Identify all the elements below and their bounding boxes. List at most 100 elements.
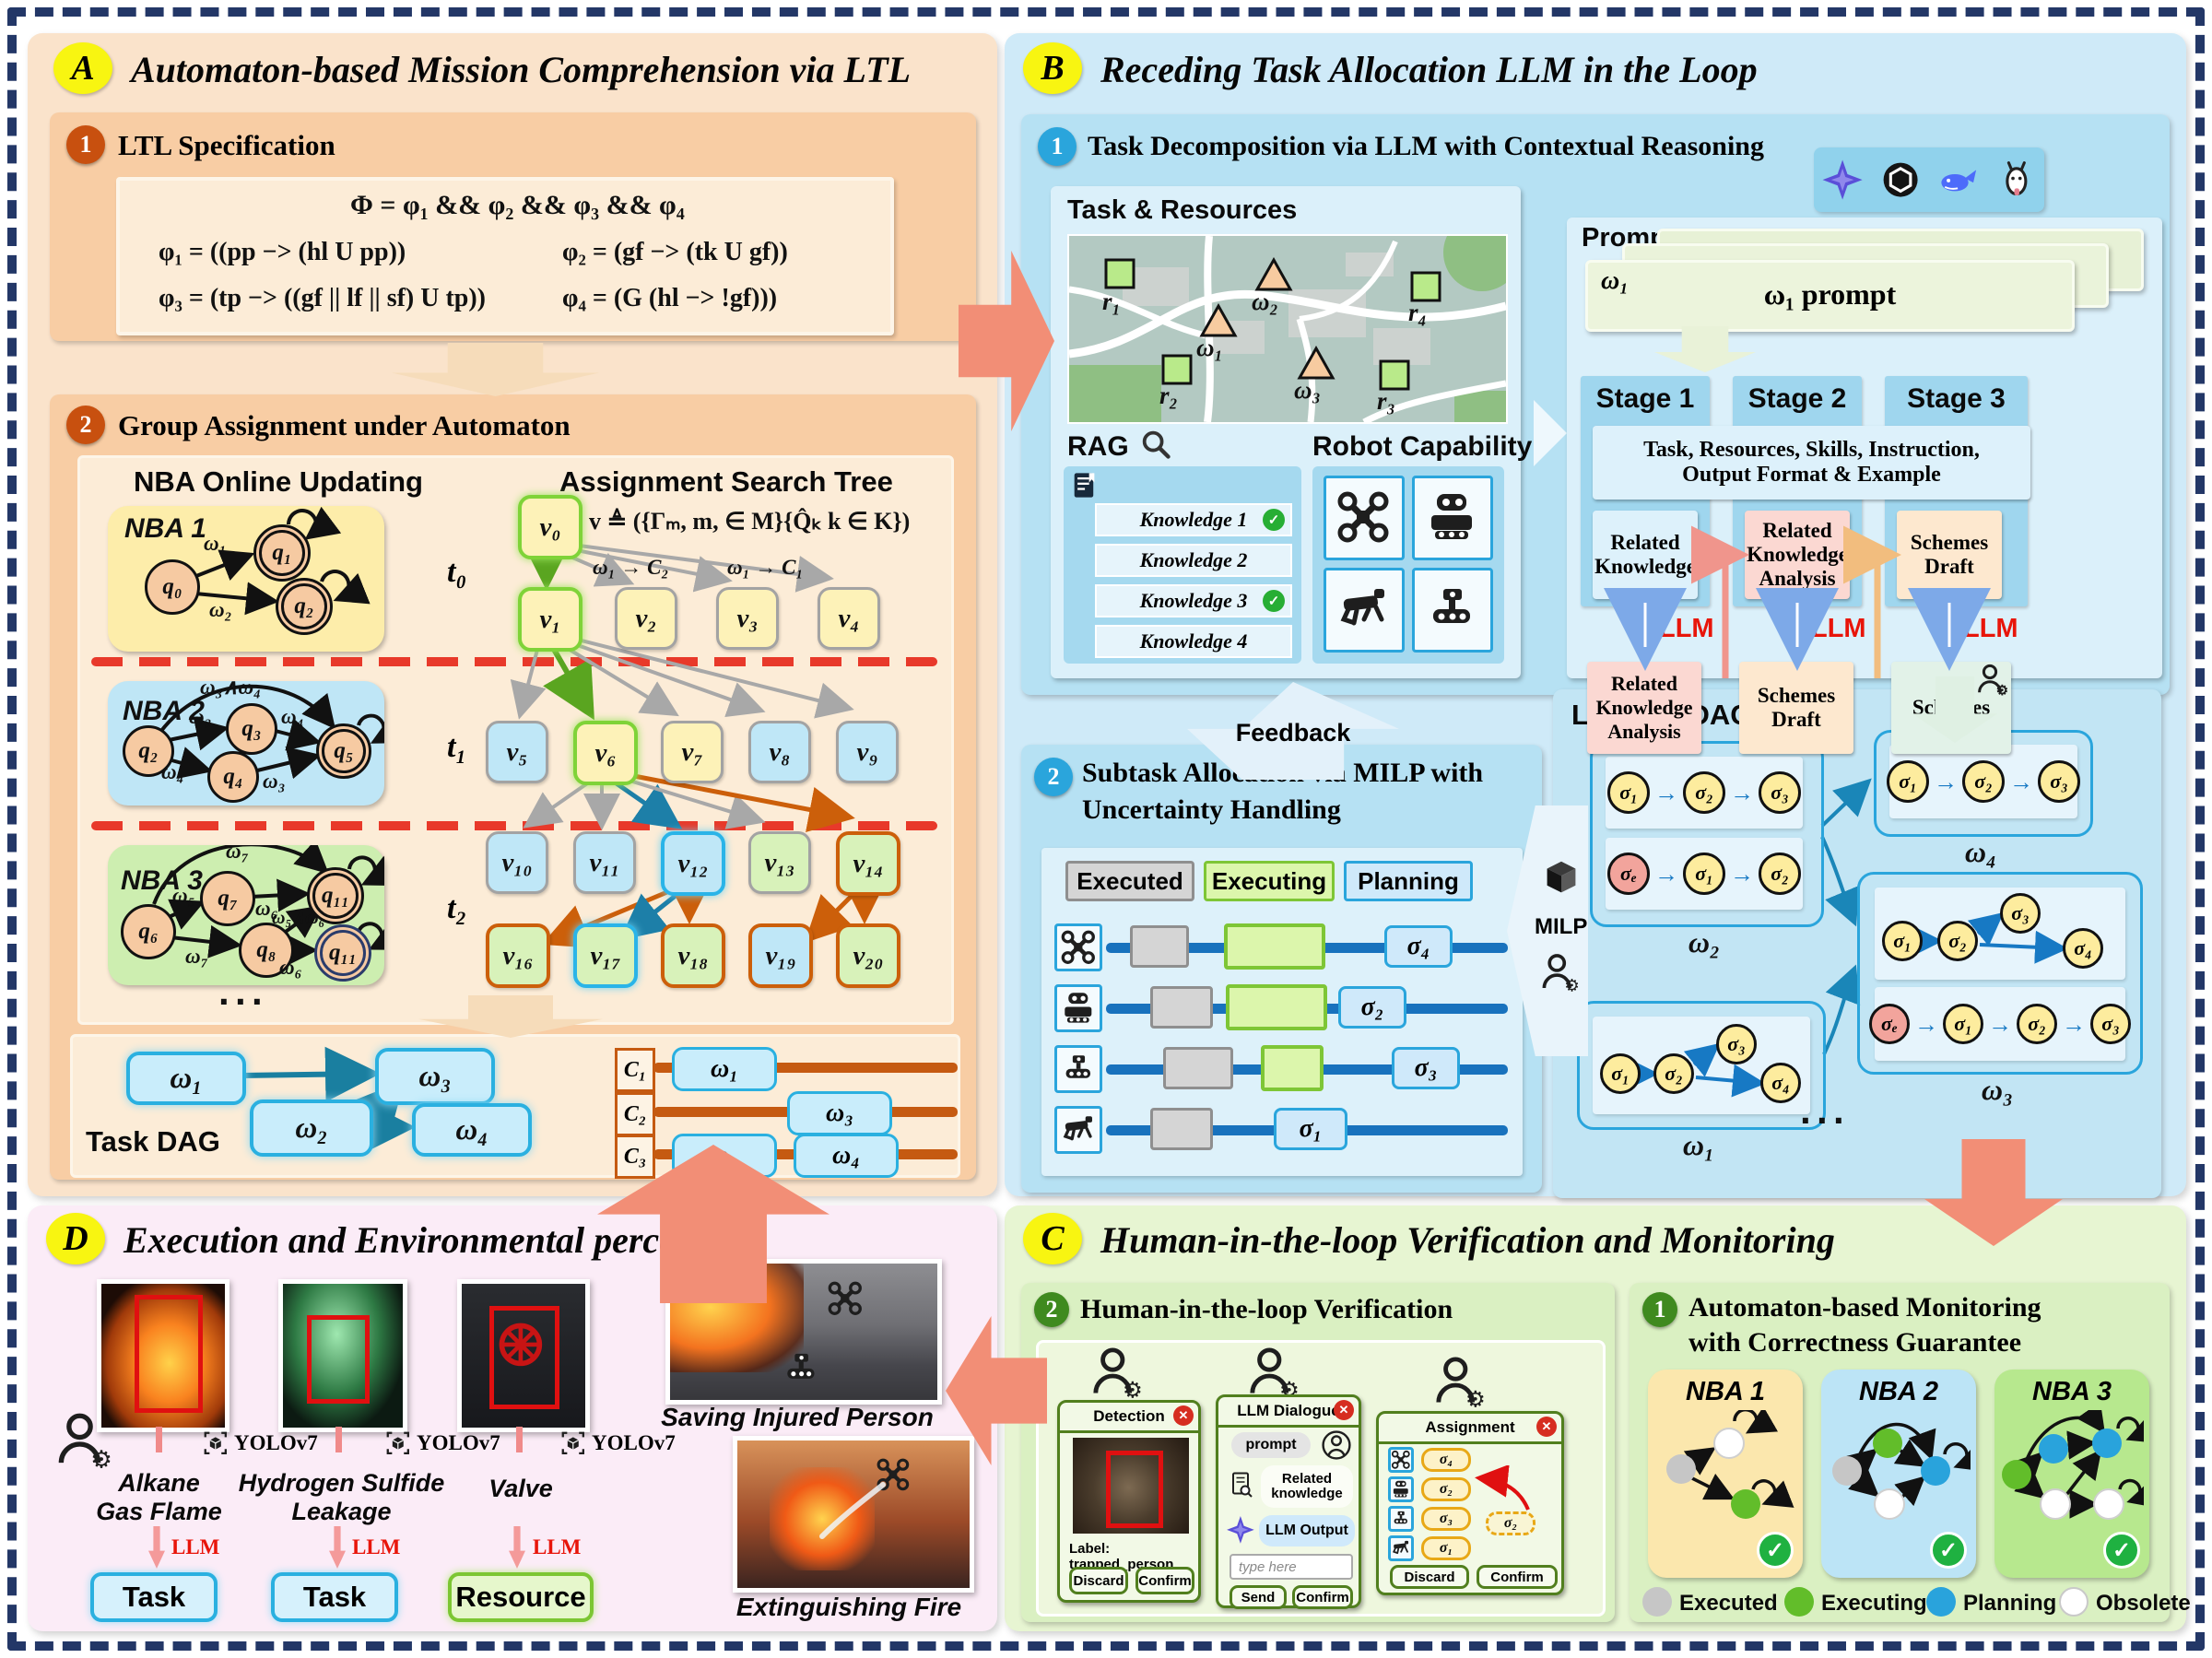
panel-d-badge-label: D (63, 1219, 88, 1258)
row2-sigma2: σ₂ (1338, 986, 1406, 1029)
map-graphics (1069, 236, 1506, 422)
close-icon[interactable]: ✕ (1334, 1400, 1354, 1420)
v11-label: v₁₁ (589, 847, 620, 877)
edge-arrow-icon (1654, 779, 1678, 807)
gantt-task-w4: ω₄ (794, 1134, 899, 1178)
panel-c: C Human-in-the-loop Verification and Mon… (1005, 1205, 2191, 1631)
detection-confirm-button[interactable]: Confirm (1135, 1567, 1194, 1594)
asg-sigma2: σ₂ (1421, 1477, 1471, 1501)
llm-arrow-1 (148, 1526, 165, 1569)
close-icon[interactable]: ✕ (1536, 1417, 1557, 1437)
assignment-confirm-button[interactable]: Confirm (1477, 1565, 1558, 1589)
edge-arrow-icon (2062, 1010, 2086, 1039)
w3r2-s2: σ₂ (2017, 1004, 2057, 1044)
v6-label: v₆ (594, 737, 617, 768)
stage3-header: Stage 3 (1907, 383, 2006, 414)
gantt-task-w1: ω₁ (672, 1047, 777, 1091)
tree-node-v1: v₁ (518, 587, 582, 652)
sigma-label: σ₂ (1974, 770, 1993, 793)
grok-icon (1822, 159, 1863, 200)
user-icon (1322, 1430, 1351, 1460)
w2r1-s2: σ₂ (1683, 771, 1725, 814)
stage1-llm-label: LLM (1659, 614, 1714, 643)
search-icon (1139, 428, 1174, 463)
edge-arrow-icon (1730, 779, 1754, 807)
dialogue-output-pill: LLM Output (1259, 1515, 1355, 1546)
yolo-icon (386, 1431, 409, 1454)
resource-box: Resource (448, 1572, 594, 1622)
knowledge-3-label: Knowledge 3 (1139, 589, 1248, 612)
row4-executed-block (1150, 1108, 1213, 1150)
nba3-e67: ω₅ (172, 884, 195, 907)
w3-branch-arrows (1910, 911, 2068, 964)
nba3-q6: q₆ (121, 904, 176, 959)
asg-sigma4: σ₄ (1421, 1448, 1471, 1472)
ltl-phi: Φ = φ₁ && φ₂ && φ₃ && φ₄ (350, 190, 685, 220)
yolo-1-label: YOLOv7 (234, 1431, 318, 1454)
tree-node-v5: v₅ (486, 721, 548, 783)
yolo-2: YOLOv7 (385, 1430, 500, 1456)
map-w2-label: ω₂ (1252, 288, 1278, 315)
edge-arrow-icon (1934, 768, 1958, 796)
nba2-q3-label: q₃ (241, 716, 262, 741)
nba2-q2-label: q₂ (138, 738, 159, 763)
w2r1-s1: σ₁ (1607, 771, 1650, 814)
rover-robot-icon (1065, 993, 1092, 1023)
check-badge: ✓ (1930, 1532, 1967, 1569)
llama-icon (2006, 161, 2028, 197)
drone-tile (1324, 476, 1405, 560)
nba3-q7: q₇ (200, 871, 255, 926)
assignment-discard-button[interactable]: Discard (1390, 1565, 1469, 1589)
asg-tracked-tile (1388, 1506, 1414, 1532)
monitor-nba1-graph (1666, 1410, 1794, 1519)
decomp-num-badge: 1 (1038, 127, 1077, 166)
nba3-q7-label: q₇ (218, 886, 238, 911)
tree-edges (510, 535, 888, 948)
gantt-c2-label: C₂ (623, 1101, 647, 1126)
map-r3-label: r₃ (1377, 387, 1395, 415)
legend-obsolete-dot (2059, 1587, 2088, 1617)
tree-node-v18: v₁₈ (661, 923, 725, 988)
decomp-num: 1 (1051, 133, 1064, 159)
stage2-header: Stage 2 (1747, 383, 1847, 414)
nba2-e45: ω₃ (263, 770, 286, 793)
w1r1-s3: σ₃ (1716, 1024, 1757, 1064)
nba2-etop: ω₃∧ω₄ (200, 676, 262, 699)
dialogue-input[interactable]: type here (1230, 1554, 1353, 1580)
w3-label: ω₃ (1981, 1073, 2014, 1106)
knowledge-panel: Knowledge 1✓ Knowledge 2 Knowledge 3✓ Kn… (1064, 466, 1301, 664)
robot-capability-title: Robot Capability (1312, 431, 1533, 462)
valve-image (457, 1279, 590, 1432)
dialogue-send-button[interactable]: Send (1230, 1585, 1287, 1609)
person-gear-icon (1090, 1346, 1144, 1400)
ltl-spec-box: 1 LTL Specification Φ = φ₁ && φ₂ && φ₃ &… (50, 112, 976, 341)
nba3-card: NBA 3 q₆ q₇ q₈ q₁₁ q₁₁ ω₇ ω (108, 840, 384, 985)
panel-a-badge-label: A (71, 49, 95, 88)
rover-silhouette-icon (787, 1353, 815, 1379)
v14-label: v₁₄ (853, 848, 884, 878)
w1r1-s4: σ₄ (1760, 1063, 1801, 1103)
sigma-label: σ₃ (1727, 1032, 1746, 1055)
map-r4-label: r₄ (1408, 299, 1427, 326)
detection-discard-button[interactable]: Discard (1069, 1567, 1128, 1594)
tree-node-v20: v₂₀ (836, 923, 900, 988)
dialogue-prompt-pill: prompt (1231, 1432, 1311, 1458)
row3-sigma3: σ₃ (1392, 1047, 1460, 1089)
dialogue-confirm-button[interactable]: Confirm (1292, 1585, 1353, 1609)
task-box-2: Task (271, 1572, 398, 1622)
row2-executing-block (1226, 984, 1327, 1030)
close-icon[interactable]: ✕ (1173, 1405, 1194, 1426)
panel-c-title: Human-in-the-loop Verification and Monit… (1100, 1219, 1835, 1261)
tree-node-v6: v₆ (573, 721, 638, 785)
drone-icon (1391, 1450, 1411, 1470)
sigma4-label: σ₄ (1406, 932, 1430, 960)
v20-label: v₂₀ (853, 940, 884, 970)
edge-arrow-icon (1730, 860, 1754, 888)
extinguish-caption: Extinguishing Fire (735, 1593, 962, 1621)
tree-node-v19: v₁₉ (748, 923, 813, 988)
sigma3-label: σ₃ (1414, 1053, 1438, 1082)
tracked-robot-icon (1433, 589, 1470, 623)
nba2-q5-label: q₅ (334, 738, 354, 763)
